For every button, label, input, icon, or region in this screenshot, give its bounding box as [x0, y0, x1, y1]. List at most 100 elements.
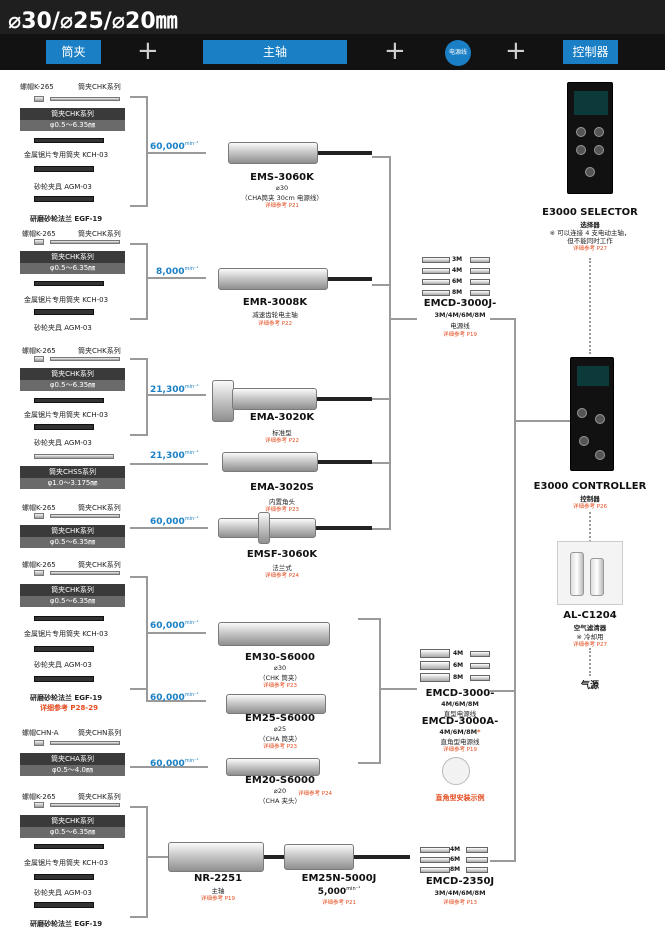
motor-em25n-5000j[interactable] [284, 844, 354, 870]
cable-sub: 4M/6M/8M* [439, 728, 481, 736]
spindle-ref[interactable]: 详细参考 P22 [257, 321, 293, 327]
connector-line [358, 762, 380, 764]
dotted-connector [589, 512, 591, 542]
cable-plug-icon [470, 663, 490, 669]
agm-label: 砂轮夹具 AGM-03 [34, 324, 92, 332]
cable-length: 6M [453, 662, 464, 669]
spindle-ems-3060k[interactable] [228, 142, 318, 164]
spindle-model: EMA-3020K [249, 412, 315, 423]
egf-label: 研磨砂轮法兰 EGF-19 [30, 694, 103, 702]
selector-unit[interactable] [567, 82, 613, 194]
connector-line [130, 527, 208, 529]
collet-icon [50, 803, 120, 807]
connector-line [130, 358, 148, 360]
spindle-ref[interactable]: 详细参考 P24 [264, 573, 300, 579]
agm-label: 砂轮夹具 AGM-03 [34, 439, 92, 447]
spindle-ref[interactable]: 详细参考 P23 [262, 683, 298, 689]
controller-model: E3000 CONTROLLER [533, 481, 647, 492]
connector-line [379, 688, 417, 690]
spindle-ref[interactable]: 详细参考 P22 [264, 438, 300, 444]
cable-model: EMCD-2350J [425, 876, 495, 887]
collet-group: 螺帽K-265 筒夹CHK系列 筒夹CHK系列 φ0.5～6.35㎜ 金属锯片专… [20, 346, 130, 496]
collet-icon [50, 357, 120, 361]
title-bar: ⌀30/⌀25/⌀20㎜ [0, 0, 665, 34]
controller-model: E3000 SELECTOR [542, 207, 638, 218]
connector-line [146, 394, 206, 396]
unit-ref[interactable]: 详细参考 P19 [200, 896, 236, 902]
wheel-holder-icon [34, 309, 94, 315]
cable-length: 8M [452, 289, 463, 296]
speed-label: 60,000min⁻¹ [150, 516, 199, 527]
spindle-ref[interactable]: 详细参考 P23 [264, 507, 300, 513]
spindle-sub: 内置角头 [269, 498, 295, 506]
saw-collet-icon [34, 844, 104, 849]
spindle-ema-3020s[interactable] [222, 452, 318, 472]
cable-ref[interactable]: 详细参考 P19 [442, 332, 478, 338]
tab-collet[interactable]: 筒夹 [46, 40, 101, 64]
spindle-em30-s6000[interactable] [218, 622, 330, 646]
spindle-emr-3008k[interactable] [218, 268, 328, 290]
connector-line [146, 856, 168, 858]
collet-icon [50, 240, 120, 244]
cable-icon [420, 867, 450, 873]
connector-line [372, 462, 390, 464]
connector-line [130, 205, 148, 207]
plus-icon: + [505, 36, 527, 66]
collet-range: φ0.5～6.35㎜ [20, 380, 125, 391]
spindle-ema-3020k[interactable] [232, 388, 317, 410]
collet-icon [50, 741, 120, 745]
controller-unit[interactable] [570, 357, 614, 471]
tab-controller[interactable]: 控制器 [563, 40, 618, 64]
speed-label: 21,300min⁻¹ [150, 384, 199, 395]
controller-ref[interactable]: 详细参考 P27 [572, 642, 608, 648]
collet-series-label: 筒夹CHK系列 [78, 230, 121, 238]
spindle-ref[interactable]: 详细参考 P21 [264, 203, 300, 209]
spindle-em25-s6000[interactable] [226, 694, 326, 714]
spindle-em20-s6000[interactable] [226, 758, 320, 776]
egf-ref[interactable]: 详细参考 P28-29 [40, 704, 98, 712]
page-title: ⌀30/⌀25/⌀20㎜ [8, 9, 178, 34]
collet-range: φ0.5～6.35㎜ [20, 827, 125, 838]
collet-caption: 筒夹CHK系列 [20, 251, 125, 263]
kch-label: 金属锯片专用筒夹 KCH-03 [24, 411, 109, 419]
spindle-nr-2251[interactable] [168, 842, 264, 872]
collet-range: φ0.5～6.35㎜ [20, 537, 125, 548]
cable-model: EMCD-3000J- [423, 298, 497, 309]
cable-length: 6M [450, 856, 461, 863]
tab-cable[interactable]: 电源线 [445, 40, 471, 66]
cable-sub: 直型电源线 [443, 710, 477, 718]
spindle-cable [317, 397, 372, 401]
unit-ref[interactable]: 详细参考 P21 [321, 900, 357, 906]
connector-line [130, 463, 208, 465]
wheel-holder-icon [34, 874, 94, 880]
cable-note: 直角型安装示例 [435, 794, 485, 802]
cable-length: 6M [452, 278, 463, 285]
cable-plug-icon [466, 867, 488, 873]
connector-line [358, 618, 380, 620]
cap-nut-icon [34, 802, 44, 808]
spindle-ref[interactable]: 详细参考 P23 [262, 744, 298, 750]
cable-sub: 直角型电源线 [440, 738, 480, 746]
controller-ref[interactable]: 详细参考 P27 [572, 246, 608, 252]
connector-line [130, 576, 148, 578]
collet-group: 螺帽K-265 筒夹CHK系列 筒夹CHK系列 φ0.5～6.35㎜ 金属锯片专… [20, 229, 130, 339]
speed-label: 8,000min⁻¹ [156, 266, 199, 277]
collet-series-label: 筒夹CHK系列 [78, 793, 121, 801]
cap-nut-row: 螺帽K-265 筒夹CHK系列 [20, 82, 130, 98]
speed-label: 21,300min⁻¹ [150, 450, 199, 461]
collet-caption: 筒夹CHK系列 [20, 108, 125, 120]
connector-line [146, 358, 148, 436]
spindle-ref[interactable]: 详细参考 P24 [297, 791, 333, 797]
speed-label: 60,000min⁻¹ [150, 692, 199, 703]
controller-sub: 控制器 [580, 495, 600, 503]
agm-label: 砂轮夹具 AGM-03 [34, 661, 92, 669]
spindle-sub: 减速齿轮电主轴 [252, 311, 298, 319]
controller-note: 但不能同时工作 [567, 237, 613, 245]
cable-ref[interactable]: 详细参考 P19 [442, 747, 478, 753]
air-filter-unit[interactable] [557, 541, 623, 605]
spindle-sub: ⌀30 [275, 184, 289, 192]
controller-ref[interactable]: 详细参考 P26 [572, 504, 608, 510]
cable-icon [422, 268, 450, 274]
cable-ref[interactable]: 详细参考 P13 [442, 900, 478, 906]
tab-spindle[interactable]: 主轴 [203, 40, 347, 64]
